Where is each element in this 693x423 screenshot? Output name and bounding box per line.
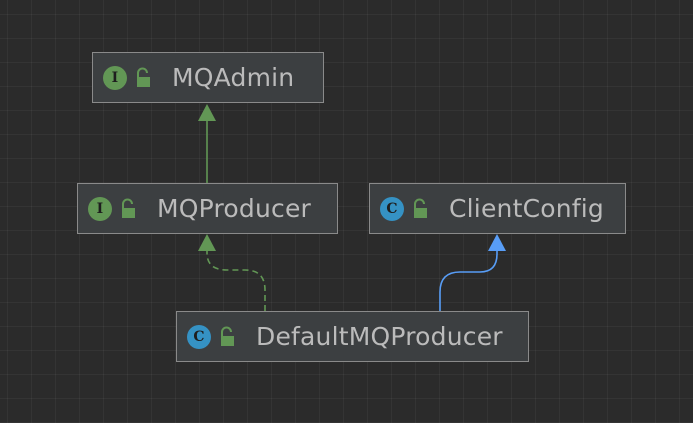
open-lock-icon: [414, 198, 427, 218]
node-mqadmin[interactable]: I MQAdmin: [92, 52, 324, 103]
open-lock-icon: [122, 198, 135, 218]
node-mqproducer[interactable]: I MQProducer: [77, 183, 338, 234]
arrowhead-mqproducer: [198, 234, 216, 251]
class-badge-icon: C: [380, 196, 404, 221]
node-label: ClientConfig: [449, 194, 604, 223]
node-defaultmqproducer[interactable]: C DefaultMQProducer: [176, 311, 529, 362]
node-label: MQProducer: [157, 194, 312, 223]
node-label: DefaultMQProducer: [256, 322, 503, 351]
interface-badge-icon: I: [103, 65, 127, 90]
edge-defaultmqproducer-to-clientconfig: [439, 249, 498, 311]
node-clientconfig[interactable]: C ClientConfig: [369, 183, 626, 234]
node-label: MQAdmin: [172, 63, 295, 92]
arrowhead-mqadmin: [198, 104, 216, 121]
edge-defaultmqproducer-to-mqproducer: [206, 249, 266, 311]
interface-badge-icon: I: [88, 196, 112, 221]
arrowhead-clientconfig: [488, 234, 506, 251]
open-lock-icon: [221, 326, 234, 346]
class-badge-icon: C: [187, 324, 211, 349]
open-lock-icon: [137, 67, 150, 87]
